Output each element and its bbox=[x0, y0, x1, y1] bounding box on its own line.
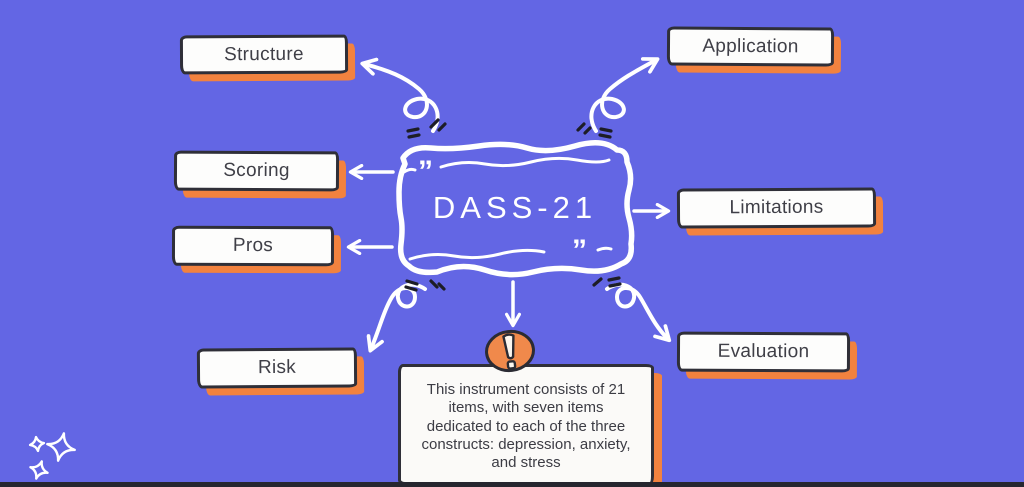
arrow-to-evaluation bbox=[605, 282, 672, 343]
node-structure: Structure bbox=[179, 34, 349, 75]
center-frame bbox=[396, 140, 635, 278]
node-limitations-label: Limitations bbox=[729, 196, 824, 219]
node-scoring-label: Scoring bbox=[223, 159, 290, 182]
node-limitations: Limitations bbox=[676, 187, 877, 229]
note-line: constructs: depression, anxiety, bbox=[421, 435, 631, 453]
node-risk-label: Risk bbox=[257, 356, 297, 379]
arrow-to-structure bbox=[360, 57, 440, 133]
note-line: and stress bbox=[491, 454, 561, 472]
quote-mark-top: ” bbox=[418, 155, 433, 188]
node-evaluation: Evaluation bbox=[676, 331, 851, 373]
center-frame-squiggle-bottom bbox=[408, 248, 546, 261]
note-line: items, with seven items bbox=[448, 399, 604, 417]
node-evaluation-label: Evaluation bbox=[717, 340, 810, 363]
center-frame-dash-top bbox=[402, 167, 417, 174]
note-card: This instrument consists of 21 items, wi… bbox=[398, 364, 654, 486]
note-line: dedicated to each of the three bbox=[426, 417, 626, 435]
node-scoring: Scoring bbox=[173, 150, 340, 192]
sparkle-icon bbox=[28, 432, 76, 480]
quote-mark-bottom: ” bbox=[572, 234, 587, 267]
arrow-to-application bbox=[589, 57, 660, 133]
center-frame-dash-bottom bbox=[596, 246, 613, 252]
bottom-edge-bar bbox=[0, 482, 1024, 487]
node-pros: Pros bbox=[171, 225, 335, 267]
node-pros-label: Pros bbox=[232, 234, 274, 257]
node-structure-label: Structure bbox=[224, 43, 304, 65]
center-topic-label: DASS-21 bbox=[432, 190, 598, 225]
accent-dashes-bottom-right bbox=[592, 276, 622, 288]
note-line: This instrument consists of 21 bbox=[426, 381, 626, 398]
exclamation-icon bbox=[485, 329, 535, 373]
center-frame-squiggle-top bbox=[439, 156, 611, 169]
arrow-to-risk bbox=[366, 282, 427, 353]
accent-dashes-top-right bbox=[576, 122, 613, 139]
node-application: Application bbox=[666, 26, 835, 67]
accent-dashes-top-left bbox=[406, 118, 447, 139]
accent-dashes-bottom-left bbox=[404, 279, 446, 292]
node-application-label: Application bbox=[702, 35, 799, 57]
node-risk: Risk bbox=[196, 347, 358, 389]
